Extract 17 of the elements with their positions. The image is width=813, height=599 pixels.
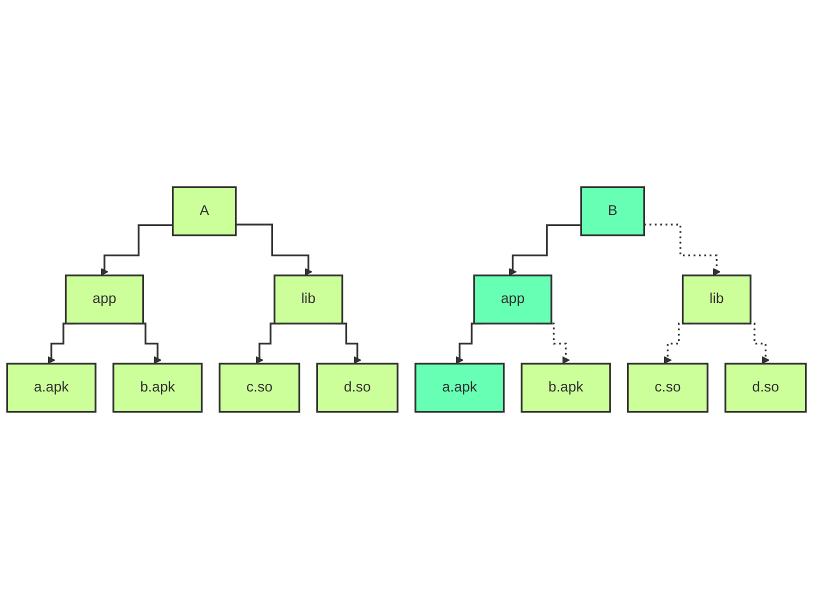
node-box: b.apk	[520, 362, 611, 413]
node-box: c.so	[218, 362, 300, 413]
node-box: B	[580, 186, 646, 236]
node-box: b.apk	[112, 362, 203, 413]
node-box: a.apk	[414, 362, 505, 413]
node-box: c.so	[627, 362, 708, 413]
node-box: d.so	[724, 362, 807, 413]
arrow	[236, 224, 312, 276]
node-box: lib	[682, 274, 752, 324]
node-box: d.so	[316, 362, 398, 413]
node-box: app	[473, 274, 552, 324]
node-box: a.apk	[6, 362, 96, 413]
node-box: app	[64, 274, 144, 324]
arrow	[508, 224, 582, 276]
node-box: lib	[274, 274, 344, 324]
node-box: A	[172, 186, 237, 236]
arrow	[100, 224, 173, 276]
